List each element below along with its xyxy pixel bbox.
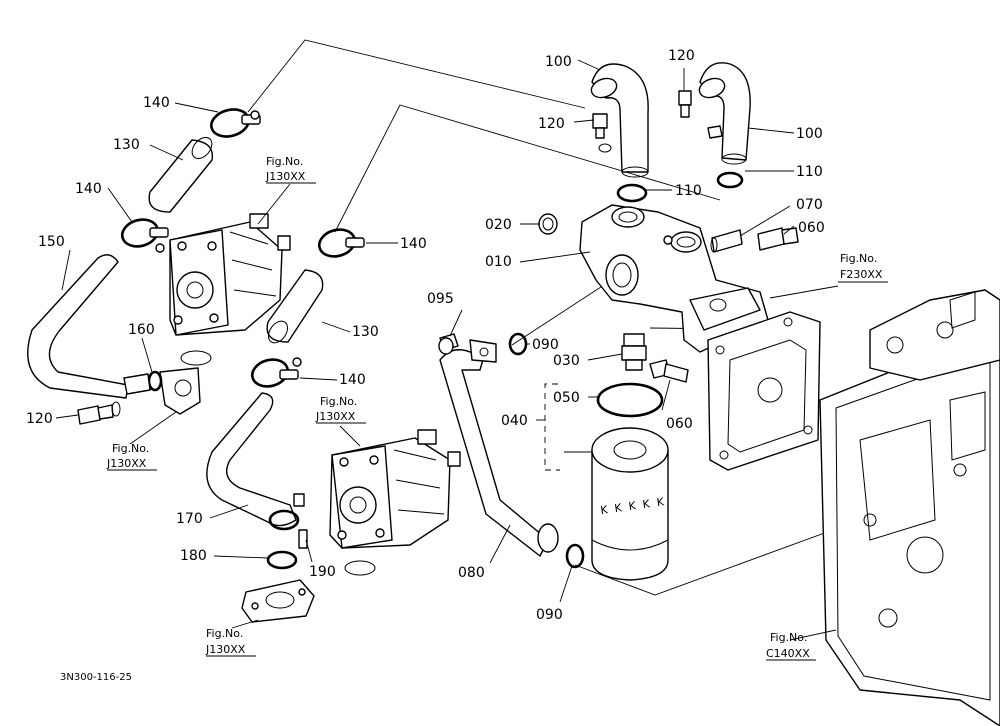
- clamp-190: [268, 493, 308, 549]
- hose-130-bottom: [266, 269, 324, 344]
- diagram-code: 3N300-116-25: [60, 672, 132, 683]
- bolt-120-top-right: [678, 90, 723, 139]
- callout-030: 030: [553, 353, 580, 369]
- callout-120: 120: [538, 116, 565, 132]
- o-ring-090-upper: [508, 332, 528, 356]
- flange-180: [241, 550, 315, 623]
- plug-095: [438, 333, 459, 355]
- callout-190: 190: [309, 564, 336, 580]
- bolt-120-left: [77, 401, 121, 425]
- filter-head-010: [579, 204, 769, 353]
- hose-clamp-140-mid: [120, 218, 169, 253]
- callout-010: 010: [485, 254, 512, 270]
- callout-170: 170: [176, 511, 203, 527]
- bolt-060-lower: [649, 359, 689, 383]
- callout-120: 120: [668, 48, 695, 64]
- oil-filter-040: KKKKK: [591, 427, 669, 581]
- callout-060: 060: [798, 220, 825, 236]
- plug-020: [538, 213, 558, 235]
- callout-140: 140: [400, 236, 427, 252]
- callout-090: 090: [532, 337, 559, 353]
- bolt-070: [710, 229, 743, 253]
- pipe-080: [439, 339, 559, 557]
- callout-110: 110: [796, 164, 823, 180]
- svg-text:F230XX: F230XX: [840, 268, 883, 281]
- callout-150: 150: [38, 234, 65, 250]
- callout-060: 060: [666, 416, 693, 432]
- svg-text:J130XX: J130XX: [315, 410, 356, 423]
- o-ring-110-right: [716, 171, 744, 189]
- callout-040: 040: [501, 413, 528, 429]
- bolt-120-top-left: [592, 113, 612, 153]
- fig-ref-6: Fig.No. C140XX: [766, 631, 816, 661]
- fig-ref-1: Fig.No. J130XX: [265, 155, 316, 184]
- nipple-030: [621, 333, 647, 371]
- hose-clamp-140-right: [317, 228, 365, 258]
- callout-080: 080: [458, 565, 485, 581]
- o-ring-090-lower: [565, 543, 585, 569]
- hose-170: [206, 392, 297, 527]
- svg-text:Fig.No.: Fig.No.: [112, 442, 149, 455]
- callout-160: 160: [128, 322, 155, 338]
- svg-text:Fig.No.: Fig.No.: [840, 252, 877, 265]
- callout-labels: 140 130 140 150 160 120 140 130 140 170 …: [26, 48, 825, 623]
- callout-130: 130: [113, 137, 140, 153]
- callout-120: 120: [26, 411, 53, 427]
- callout-100: 100: [545, 54, 572, 70]
- svg-text:Fig.No.: Fig.No.: [206, 627, 243, 640]
- fig-ref-2: Fig.No. J130XX: [106, 442, 157, 471]
- callout-130: 130: [352, 324, 379, 340]
- callout-090: 090: [536, 607, 563, 623]
- transmission-case: [819, 289, 1000, 726]
- seal-ring-050: [596, 382, 664, 418]
- svg-text:J130XX: J130XX: [106, 457, 147, 470]
- hydraulic-pump-upper: [169, 213, 291, 366]
- callout-070: 070: [796, 197, 823, 213]
- elbow-flange-left: [123, 367, 201, 415]
- bolt-060-upper: [757, 227, 799, 251]
- callout-140: 140: [143, 95, 170, 111]
- fig-ref-5: Fig.No. F230XX: [838, 252, 888, 283]
- callout-095: 095: [427, 291, 454, 307]
- svg-text:Fig.No.: Fig.No.: [266, 155, 303, 168]
- hydraulic-pump-lower: [329, 429, 461, 576]
- callout-140: 140: [339, 372, 366, 388]
- svg-text:C140XX: C140XX: [766, 647, 810, 660]
- hose-150: [27, 254, 129, 399]
- callout-100: 100: [796, 126, 823, 142]
- callout-110: 110: [675, 183, 702, 199]
- callout-140: 140: [75, 181, 102, 197]
- callout-020: 020: [485, 217, 512, 233]
- filter-bracket: [544, 383, 560, 471]
- callout-leaders: [55, 59, 795, 603]
- callout-180: 180: [180, 548, 207, 564]
- hose-clamp-140-low: [250, 357, 302, 388]
- o-ring-110-left: [616, 183, 648, 203]
- svg-text:Fig.No.: Fig.No.: [770, 631, 807, 644]
- pipe-100-right: [698, 62, 751, 165]
- gasket-plate: [707, 311, 821, 471]
- hose-clamp-140-top: [210, 108, 261, 138]
- fig-ref-3: Fig.No. J130XX: [315, 395, 366, 424]
- pipe-100-left: [590, 63, 649, 178]
- hose-130-top: [148, 136, 214, 213]
- svg-text:J130XX: J130XX: [265, 170, 306, 183]
- fig-ref-4: Fig.No. J130XX: [205, 627, 256, 657]
- callout-050: 050: [553, 390, 580, 406]
- svg-text:Fig.No.: Fig.No.: [320, 395, 357, 408]
- fig-ref-leaders: [129, 183, 839, 641]
- svg-text:J130XX: J130XX: [205, 643, 246, 656]
